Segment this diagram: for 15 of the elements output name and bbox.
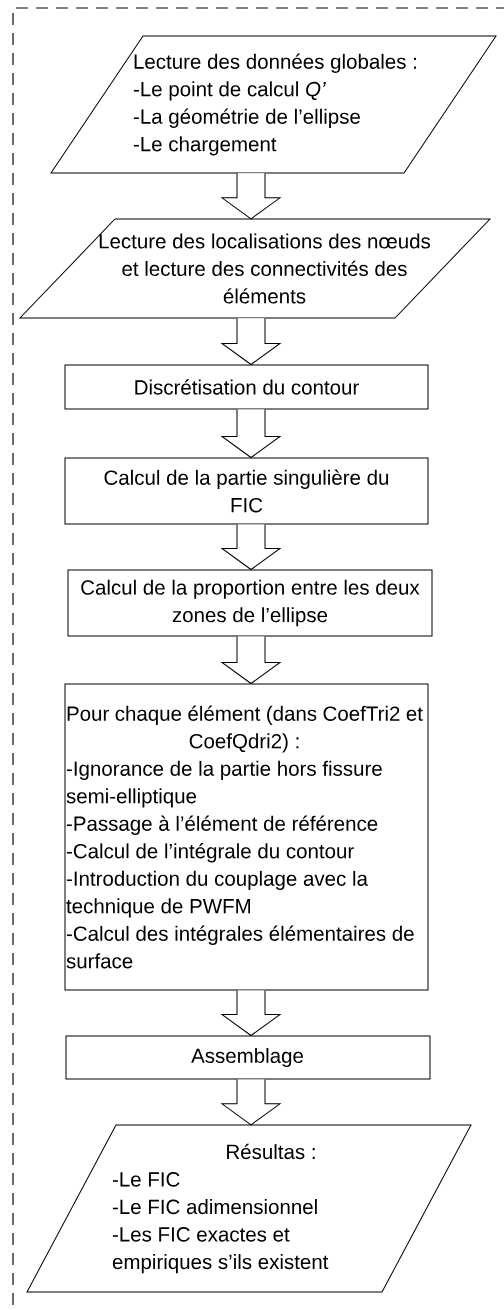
block-arrow (221, 990, 281, 1036)
block-arrow (221, 317, 281, 365)
process-box: Pour chaque élément (dans CoefTri2 et CoefQdri2) : -Ignorance de la partie hors fissure semi-elliptique -Passage à l’élément de référence -Calcul de l’intégrale du contour -Introduction du couplage avec la technique de PWFM -Calcul des intégrales élémentaires de surface (64, 683, 429, 991)
block-arrow (221, 636, 281, 684)
block-arrow (221, 172, 281, 220)
block-arrow (221, 409, 281, 458)
data-parallelogram: Lecture des données globales : -Le point de calcul Q’ -La géométrie de l’ellipse -Le chargement (50, 35, 497, 174)
process-box: Calcul de la proportion entre les deux zones de l’ellipse (67, 569, 433, 637)
process-box: Calcul de la partie singulière du FIC (64, 457, 429, 525)
data-parallelogram: Résultas : -Le FIC -Le FIC adimensionnel -Les FIC exactes et empiriques s’ils existent (26, 1124, 472, 1293)
process-box: Assemblage (65, 1035, 431, 1080)
data-parallelogram: Lecture des localisations des nœuds et lecture des connectivités des éléments (19, 218, 491, 319)
block-arrow (221, 1079, 281, 1126)
process-box: Discrétisation du contour (64, 364, 429, 410)
block-arrow (221, 524, 281, 570)
